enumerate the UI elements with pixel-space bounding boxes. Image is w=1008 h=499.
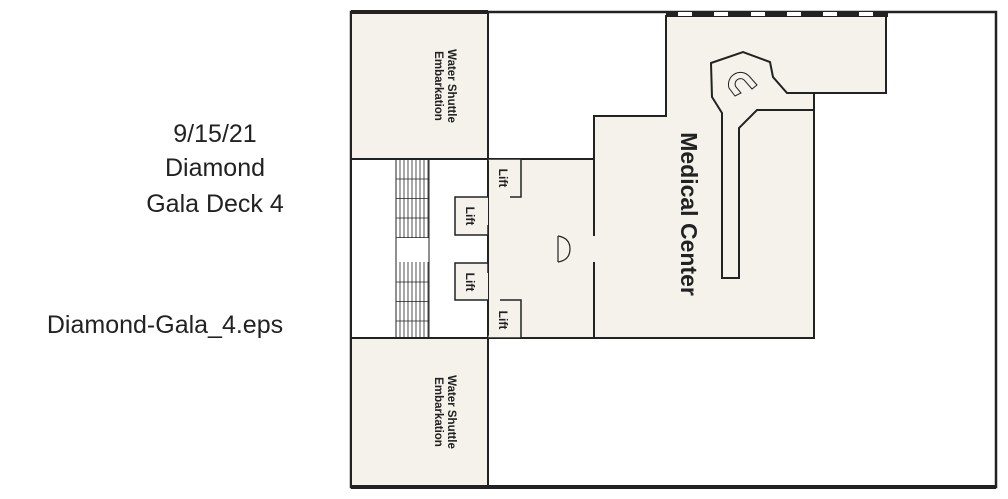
embarkation-bottom-label: Embarkation [432, 377, 444, 447]
embarkation-bottom-room[interactable] [350, 337, 489, 488]
ship-name: Diamond [164, 154, 266, 182]
embarkation-bottom-label: Water Shuttle [445, 375, 457, 449]
u-turn-icon [727, 71, 758, 97]
file-name: Diamond-Gala_4.eps [46, 311, 284, 339]
deck-date: 9/15/21 [173, 120, 257, 148]
lift-label: Lift [463, 273, 477, 292]
lift-label: Lift [463, 207, 477, 226]
lift-2[interactable] [454, 196, 489, 236]
medical-center-label: Medical Center [676, 132, 702, 296]
door-icon [557, 235, 571, 263]
lift-label: Lift [496, 169, 510, 188]
ramp [709, 50, 815, 279]
embarkation-top-label: Embarkation [432, 51, 444, 121]
window-panes [678, 12, 873, 16]
lift-3[interactable] [454, 262, 489, 301]
doorway [592, 236, 597, 262]
embarkation-top-room[interactable] [350, 11, 489, 160]
window-strip [666, 11, 888, 17]
deck-name: Gala Deck 4 [146, 190, 284, 218]
lift-1[interactable] [488, 158, 522, 198]
staircase [395, 158, 430, 339]
embarkation-top-label: Water Shuttle [445, 49, 457, 123]
stair-treads [396, 159, 429, 338]
lift-4[interactable] [488, 299, 522, 339]
lift-label: Lift [496, 311, 510, 330]
